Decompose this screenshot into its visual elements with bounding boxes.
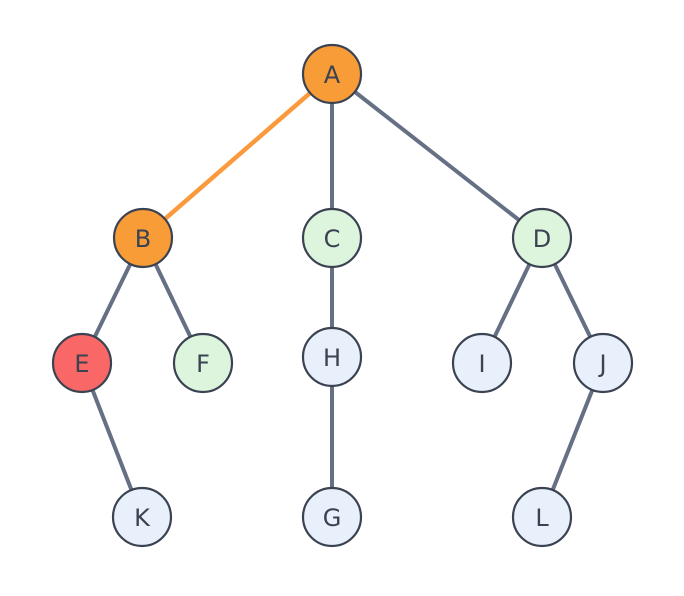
nodes-layer: A B C D E F H I J K G L xyxy=(51,43,634,548)
node-circle-e[interactable] xyxy=(51,332,113,394)
node-b[interactable]: B xyxy=(112,207,174,269)
node-a[interactable]: A xyxy=(301,43,363,105)
node-circle-k[interactable] xyxy=(111,486,173,548)
node-circle-f[interactable] xyxy=(172,332,234,394)
node-label-e: E xyxy=(74,350,89,378)
node-e[interactable]: E xyxy=(51,332,113,394)
node-k[interactable]: K xyxy=(111,486,173,548)
node-l[interactable]: L xyxy=(511,486,573,548)
node-g[interactable]: G xyxy=(301,486,363,548)
node-circle-j[interactable] xyxy=(572,332,634,394)
node-d[interactable]: D xyxy=(511,207,573,269)
node-circle-b[interactable] xyxy=(112,207,174,269)
edge-d-i xyxy=(491,261,533,340)
node-c[interactable]: C xyxy=(301,207,363,269)
node-label-g: G xyxy=(323,504,342,532)
edge-b-f xyxy=(152,261,194,340)
node-i[interactable]: I xyxy=(451,332,513,394)
node-label-b: B xyxy=(135,225,151,253)
node-circle-h[interactable] xyxy=(301,326,363,388)
node-circle-l[interactable] xyxy=(511,486,573,548)
node-circle-d[interactable] xyxy=(511,207,573,269)
node-label-i: I xyxy=(478,350,485,378)
node-circle-c[interactable] xyxy=(301,207,363,269)
node-h[interactable]: H xyxy=(301,326,363,388)
edges-layer xyxy=(89,89,595,493)
node-label-k: K xyxy=(134,504,151,532)
node-label-f: F xyxy=(196,350,210,378)
edge-a-d xyxy=(352,89,522,223)
node-j[interactable]: J xyxy=(572,332,634,394)
edge-j-l xyxy=(550,387,595,493)
node-label-a: A xyxy=(324,61,341,89)
node-label-j: J xyxy=(597,350,606,378)
node-label-c: C xyxy=(324,225,341,253)
node-label-d: D xyxy=(533,225,551,253)
node-circle-a[interactable] xyxy=(301,43,363,105)
node-circle-g[interactable] xyxy=(301,486,363,548)
edge-d-j xyxy=(552,261,593,340)
edge-e-k xyxy=(89,387,135,493)
edge-b-e xyxy=(92,261,133,340)
node-label-h: H xyxy=(323,344,341,372)
edge-a-b xyxy=(161,90,314,222)
node-label-l: L xyxy=(535,504,549,532)
node-f[interactable]: F xyxy=(172,332,234,394)
node-circle-i[interactable] xyxy=(451,332,513,394)
